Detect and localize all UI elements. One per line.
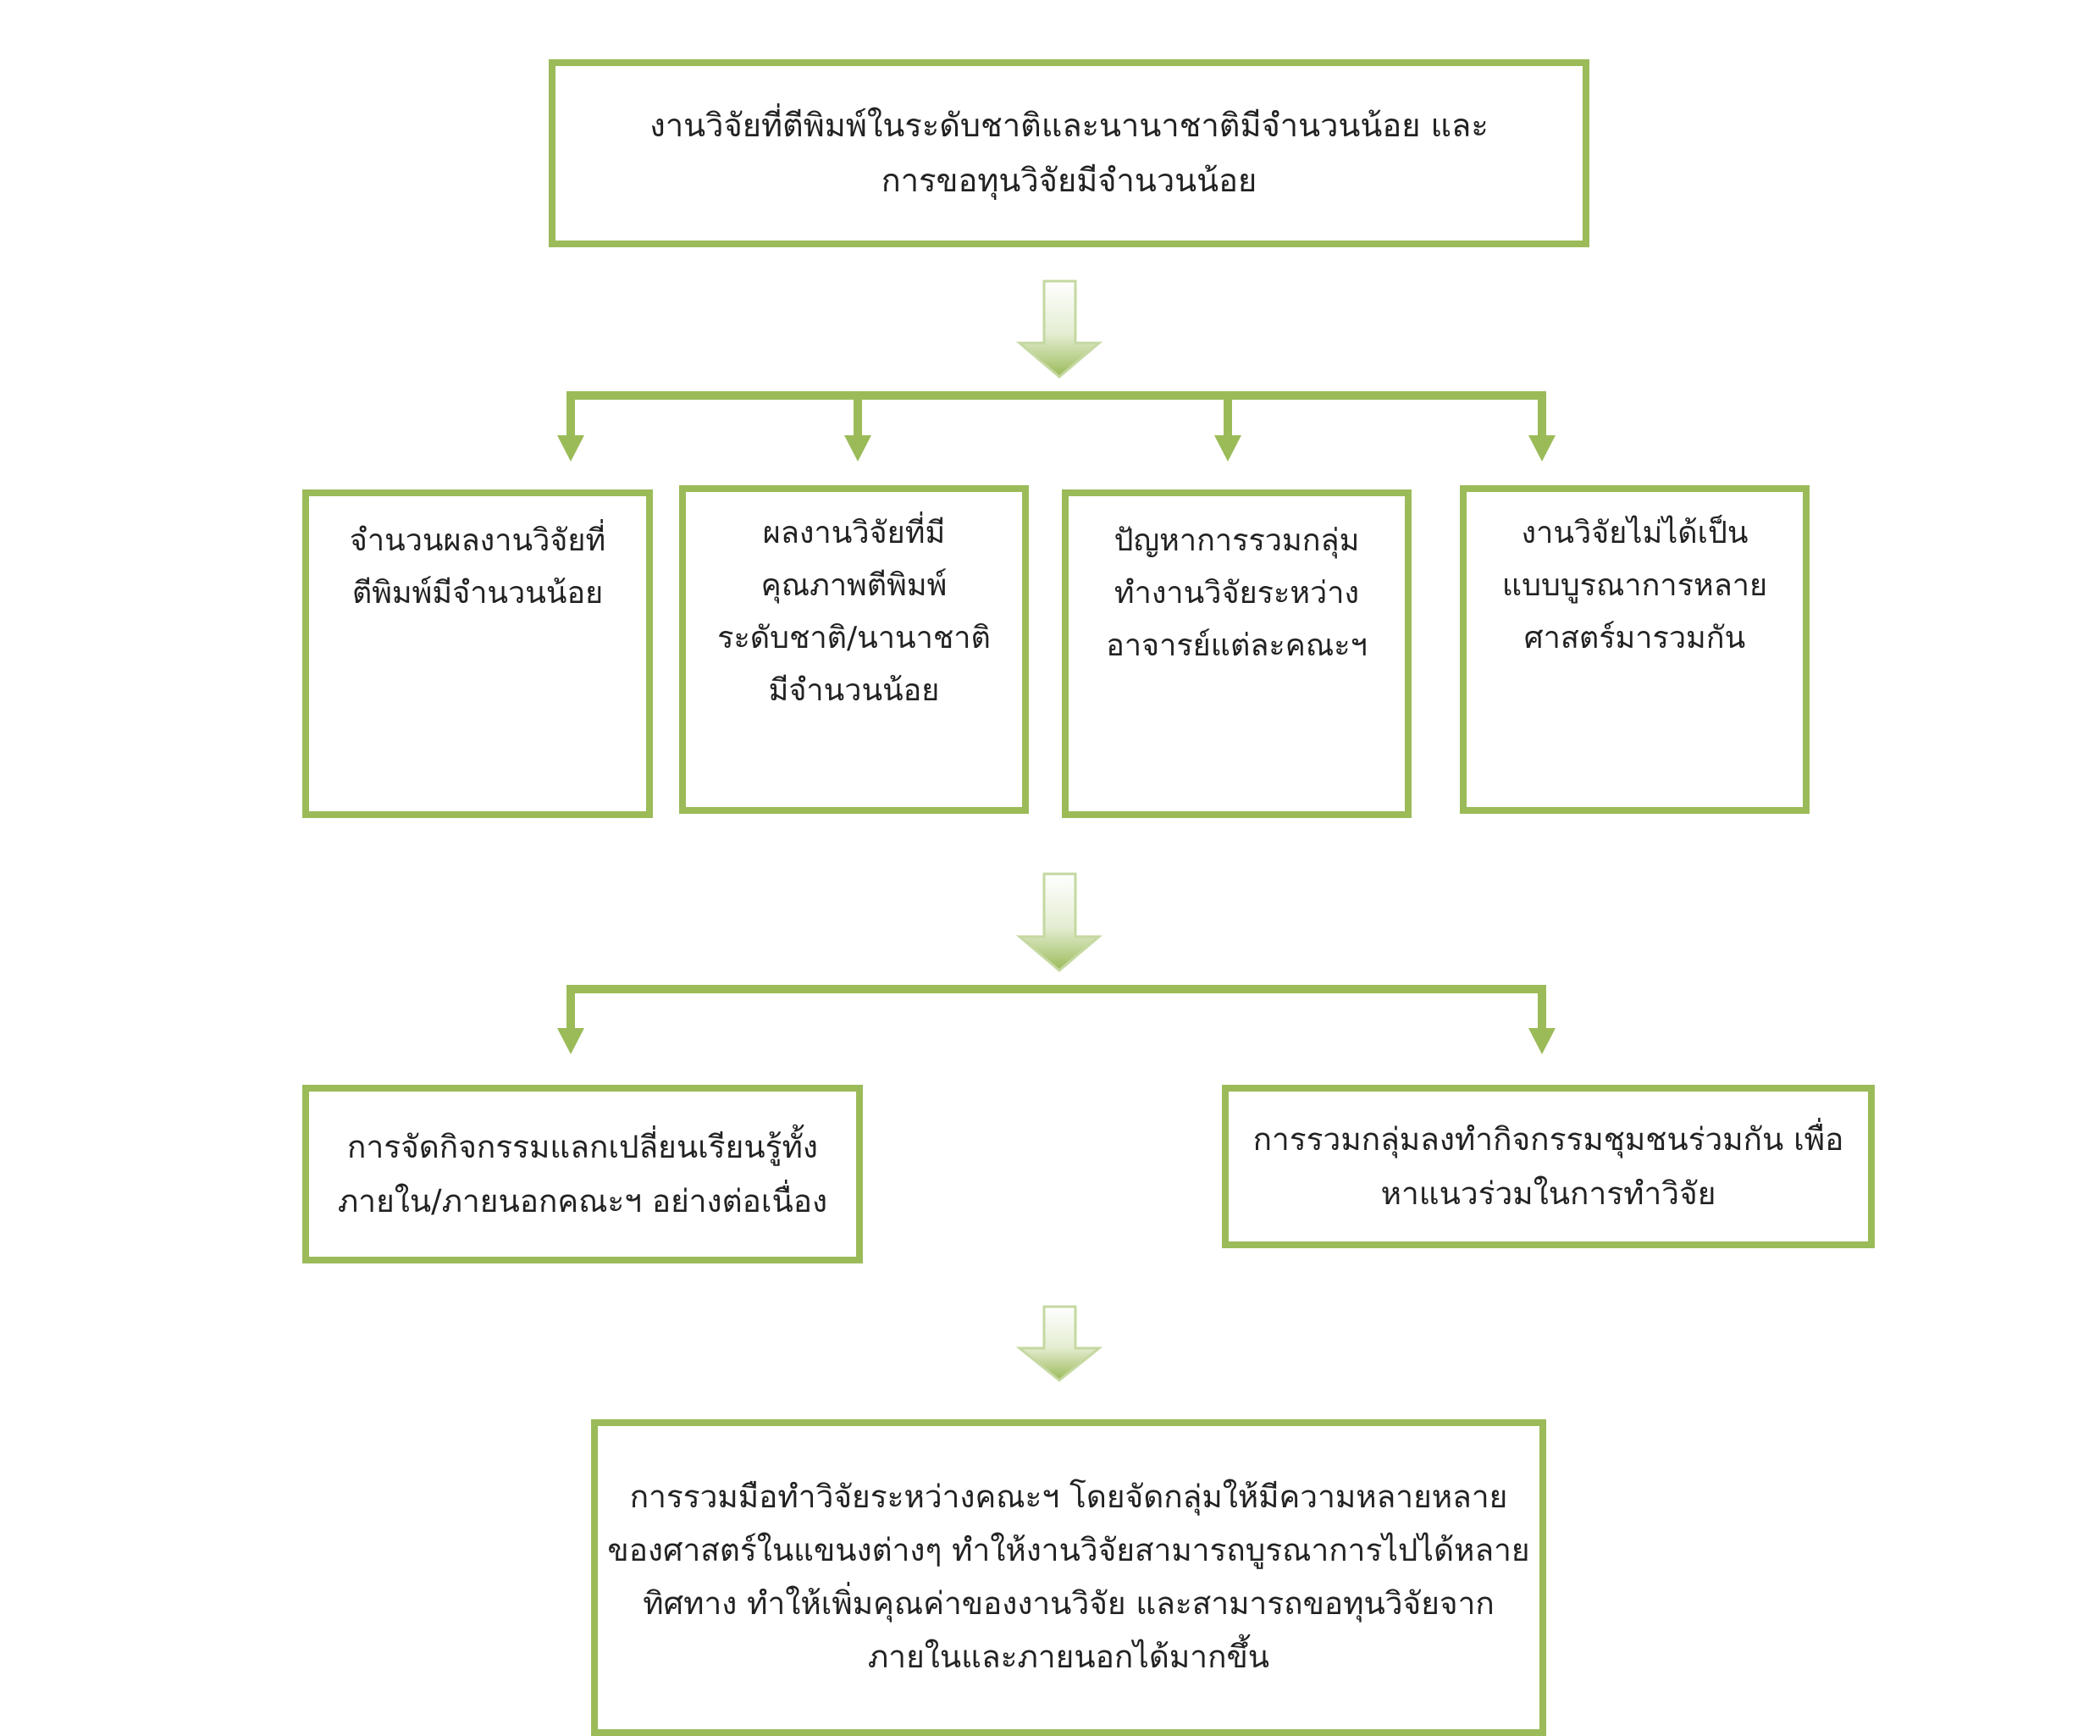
cause-box-1: จำนวนผลงานวิจัยที่ ตีพิมพ์มีจำนวนน้อย: [302, 489, 653, 818]
down-block-arrow-1: [1015, 279, 1103, 379]
outcome-line-4: ภายในและภายนอกได้มากขึ้น: [867, 1638, 1270, 1675]
cause-3-line-3: อาจารย์แต่ละคณะฯ: [1106, 628, 1368, 663]
arrowhead: [1528, 435, 1556, 462]
outcome-line-2: ของศาสตร์ในแขนงต่างๆ ทำให้งานวิจัยสามารถ…: [607, 1532, 1530, 1569]
solution-1-line-2: ภายใน/ภายนอกคณะฯ อย่างต่อเนื่อง: [337, 1182, 828, 1219]
arrowhead: [557, 1028, 584, 1054]
problem-line-1: งานวิจัยที่ตีพิมพ์ในระดับชาติและนานาชาติ…: [649, 106, 1489, 144]
cause-2-line-3: ระดับชาติ/นานาชาติ: [717, 620, 991, 655]
problem-box: งานวิจัยที่ตีพิมพ์ในระดับชาติและนานาชาติ…: [549, 59, 1589, 247]
solution-2-line-2: หาแนวร่วมในการทำวิจัย: [1380, 1175, 1716, 1212]
cause-2-line-1: ผลงานวิจัยที่มี: [762, 516, 946, 550]
cause-4-line-1: งานวิจัยไม่ได้เป็น: [1521, 516, 1749, 550]
branch-connector-1: [557, 391, 1556, 462]
down-block-arrow-2: [1015, 872, 1103, 972]
problem-line-2: การขอทุนวิจัยมีจำนวนน้อย: [881, 162, 1257, 199]
cause-3-line-2: ทำงานวิจัยระหว่าง: [1114, 575, 1360, 611]
cause-2-line-2: คุณภาพตีพิมพ์: [760, 567, 948, 603]
cause-4-line-2: แบบบูรณาการหลาย: [1501, 567, 1768, 603]
arrowhead: [844, 435, 871, 462]
cause-3-line-1: ปัญหาการรวมกลุ่ม: [1114, 523, 1360, 558]
down-block-arrow-3: [1015, 1305, 1103, 1382]
cause-box-3: ปัญหาการรวมกลุ่ม ทำงานวิจัยระหว่าง อาจาร…: [1062, 489, 1412, 818]
cause-box-2: ผลงานวิจัยที่มี คุณภาพตีพิมพ์ ระดับชาติ/…: [679, 485, 1029, 814]
branch-connector-2: [557, 985, 1556, 1054]
solution-box-2: การรวมกลุ่มลงทำกิจกรรมชุมชนร่วมกัน เพื่อ…: [1222, 1085, 1875, 1248]
cause-box-4: งานวิจัยไม่ได้เป็น แบบบูรณาการหลาย ศาสตร…: [1460, 485, 1810, 814]
solution-2-line-1: การรวมกลุ่มลงทำกิจกรรมชุมชนร่วมกัน เพื่อ: [1252, 1120, 1844, 1158]
cause-4-line-3: ศาสตร์มารวมกัน: [1523, 620, 1746, 655]
outcome-line-3: ทิศทาง ทำให้เพิ่มคุณค่าของงานวิจัย และสา…: [643, 1585, 1495, 1622]
arrowhead: [1528, 1028, 1556, 1054]
arrowhead: [557, 435, 584, 462]
cause-1-line-1: จำนวนผลงานวิจัยที่: [349, 523, 606, 558]
arrowhead: [1214, 435, 1241, 462]
outcome-box: การรวมมือทำวิจัยระหว่างคณะฯ โดยจัดกลุ่มใ…: [591, 1419, 1546, 1736]
outcome-line-1: การรวมมือทำวิจัยระหว่างคณะฯ โดยจัดกลุ่มใ…: [629, 1479, 1508, 1516]
cause-2-line-4: มีจำนวนน้อย: [768, 672, 940, 708]
cause-1-line-2: ตีพิมพ์มีจำนวนน้อย: [351, 575, 604, 611]
solution-box-1: การจัดกิจกรรมแลกเปลี่ยนเรียนรู้ทั้ง ภายใ…: [302, 1085, 863, 1263]
solution-1-line-1: การจัดกิจกรรมแลกเปลี่ยนเรียนรู้ทั้ง: [347, 1128, 818, 1165]
